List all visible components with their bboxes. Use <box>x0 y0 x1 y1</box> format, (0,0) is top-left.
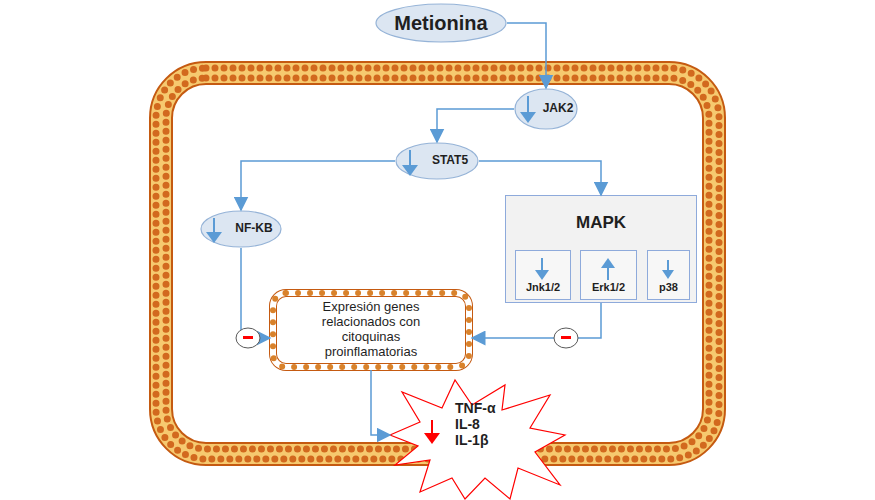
up-arrow-shaft <box>607 266 609 280</box>
red-down-arrow-shaft <box>431 420 433 435</box>
down-arrow-shaft <box>541 258 543 272</box>
node-text: p38 <box>659 281 678 294</box>
node-text: Expresión genes relacionados con citoqui… <box>306 300 436 360</box>
red-down-arrow-head <box>424 433 440 444</box>
node-text: STAT5 <box>432 154 468 168</box>
ellipse-shape <box>376 4 506 42</box>
down-arrow-shaft <box>667 260 669 272</box>
inhibition-minus <box>243 336 253 339</box>
signal-connector <box>479 161 601 195</box>
node-text: JAK2 <box>543 102 574 116</box>
up-arrow-head <box>601 258 615 268</box>
down-arrow-head <box>535 270 549 280</box>
down-arrow-head <box>402 165 418 176</box>
signal-connector <box>437 109 514 142</box>
node-text: IL-1β <box>455 432 488 448</box>
cytokine-burst: TNF-αIL-8IL-1β <box>390 380 565 500</box>
kinase-box: Jnk1/2 <box>515 250 571 300</box>
ellipse-shape <box>201 211 281 247</box>
node-text: TNF-α <box>455 400 495 416</box>
node-text: IL-8 <box>455 416 480 432</box>
starburst-shape <box>390 380 565 499</box>
node-text: MAPK <box>576 213 626 233</box>
pathway-group-box: MAPK Jnk1/2 Erk1/2 p38 <box>505 195 697 303</box>
membrane-inner-heads <box>166 78 709 449</box>
membrane-outer-heads <box>156 68 719 459</box>
signal-connector <box>241 161 395 210</box>
signal-ellipse: JAK2 <box>514 88 578 130</box>
inhibition-minus <box>561 336 571 339</box>
node-text: Erk1/2 <box>592 281 625 294</box>
node-text: Jnk1/2 <box>526 281 560 294</box>
down-arrow-head <box>520 112 536 123</box>
inhibition-symbol <box>554 328 578 348</box>
signal-ellipse: STAT5 <box>395 142 479 180</box>
node-text: NF-KB <box>235 222 272 236</box>
gene-expression-box: Expresión genes relacionados con citoqui… <box>270 290 472 370</box>
ellipse-shape <box>515 89 577 129</box>
node-text: Metionina <box>394 12 487 35</box>
membrane-outer-line <box>150 62 725 465</box>
cell-membrane <box>161 73 714 454</box>
membrane-inner-line <box>172 84 703 443</box>
signal-ellipse: NF-KB <box>200 210 282 248</box>
signal-connector <box>371 370 390 435</box>
signal-connector <box>507 23 546 88</box>
kinase-box: Erk1/2 <box>580 250 637 300</box>
inhibition-symbol <box>236 328 260 348</box>
signal-connector <box>472 303 601 338</box>
down-arrow-head <box>206 232 222 243</box>
ellipse-shape <box>396 143 478 179</box>
down-arrow-head <box>662 270 674 279</box>
signal-connector <box>241 248 270 338</box>
input-ellipse: Metionina <box>375 3 507 43</box>
kinase-box: p38 <box>647 250 690 300</box>
down-arrow-shaft <box>527 96 529 114</box>
down-arrow-shaft <box>409 150 411 167</box>
down-arrow-shaft <box>213 218 215 234</box>
